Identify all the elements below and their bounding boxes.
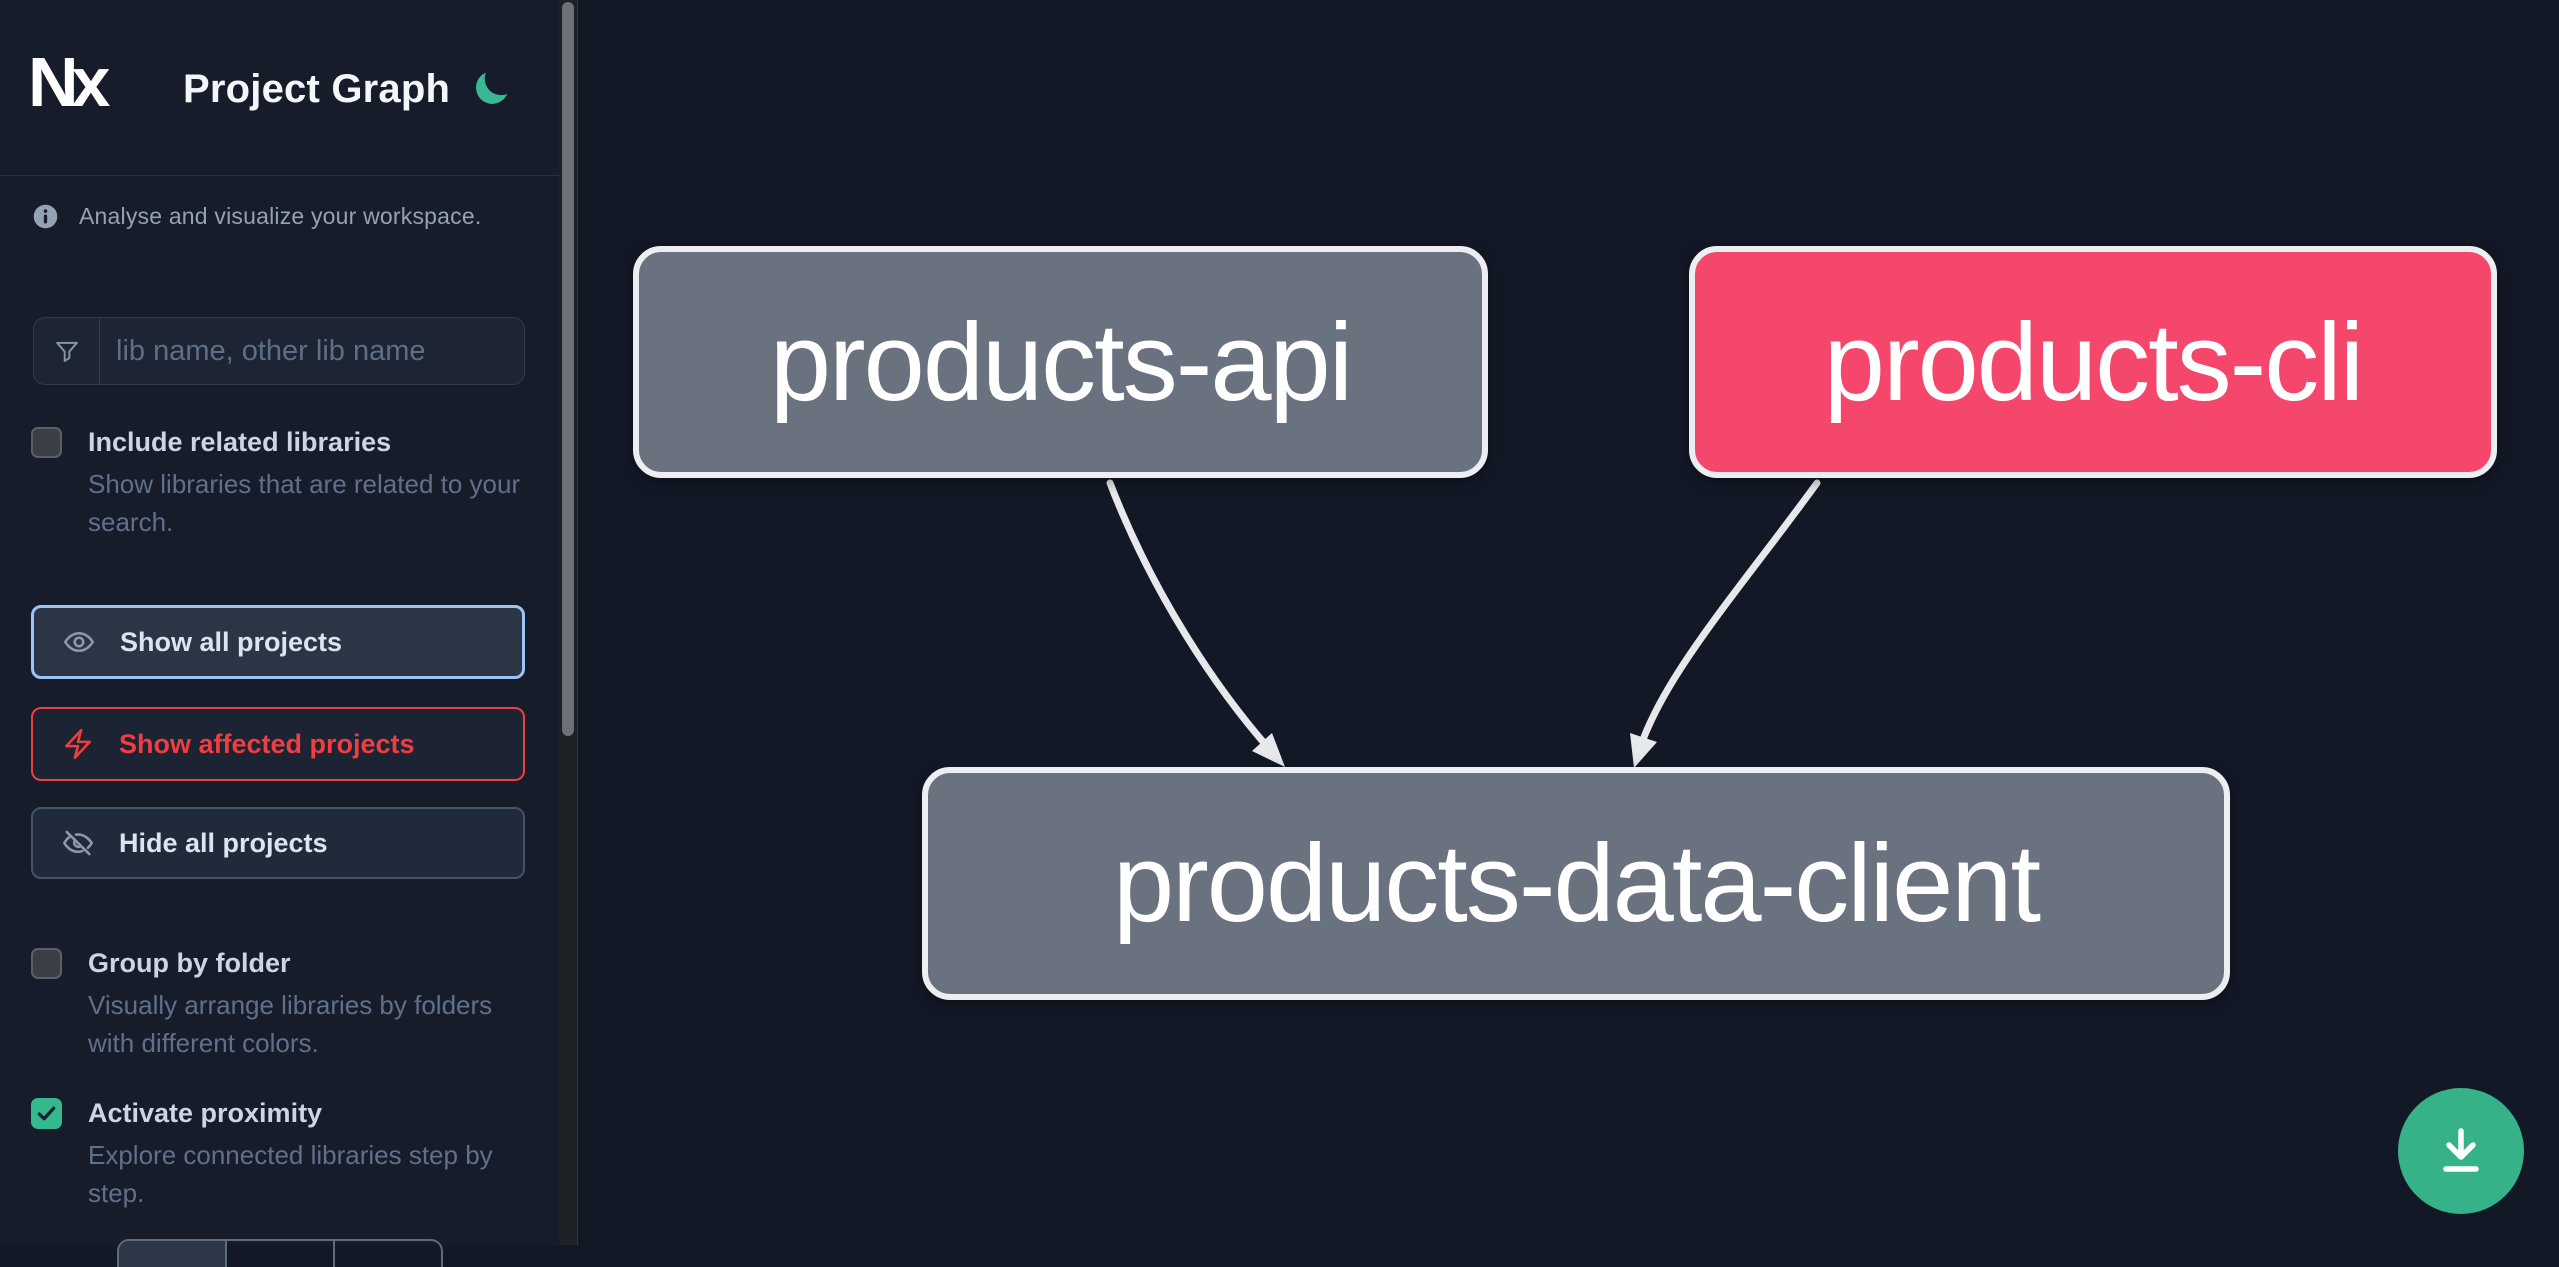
download-icon <box>2443 1128 2479 1172</box>
show-affected-projects-button[interactable]: Show affected projects <box>31 707 525 781</box>
checkbox-activate-proximity[interactable] <box>31 1098 62 1129</box>
checkbox-group-by-folder[interactable] <box>31 948 62 979</box>
graph-node-products-api[interactable]: products-api <box>633 246 1488 478</box>
option-group-by-folder: Group by folder Visually arrange librari… <box>31 946 531 1062</box>
sidebar-scrollbar-track[interactable] <box>559 0 577 1245</box>
option-label[interactable]: Group by folder <box>88 948 291 978</box>
graph-node-products-cli[interactable]: products-cli <box>1689 246 2497 478</box>
option-label[interactable]: Include related libraries <box>88 427 392 457</box>
proximity-depth-control <box>117 1239 443 1267</box>
graph-canvas[interactable] <box>577 0 2559 1245</box>
hide-all-projects-button[interactable]: Hide all projects <box>31 807 525 879</box>
graph-node-products-data-client[interactable]: products-data-client <box>922 767 2230 1000</box>
button-label: Show all projects <box>120 626 343 657</box>
theme-toggle-button[interactable] <box>468 66 514 112</box>
tagline-text: Analyse and visualize your workspace. <box>79 203 482 229</box>
download-graph-button[interactable] <box>2398 1088 2524 1214</box>
show-all-projects-button[interactable]: Show all projects <box>31 605 525 679</box>
sidebar: Nx Project Graph Analyse and visualize y… <box>0 0 559 1267</box>
sidebar-scrollbar-thumb[interactable] <box>562 2 574 736</box>
nx-logo: Nx <box>28 43 111 121</box>
option-description: Explore connected libraries step by step… <box>88 1140 493 1208</box>
eye-icon <box>63 631 95 653</box>
sidebar-header: Nx Project Graph <box>0 0 559 176</box>
moon-icon <box>476 72 508 104</box>
page-title: Project Graph <box>183 67 451 111</box>
option-include-related-libraries: Include related libraries Show libraries… <box>31 425 531 541</box>
option-label[interactable]: Activate proximity <box>88 1098 323 1128</box>
check-icon <box>37 1106 56 1121</box>
filter-icon <box>34 318 100 384</box>
search-input[interactable] <box>100 318 524 384</box>
bolt-icon <box>65 728 91 760</box>
info-icon <box>33 204 58 229</box>
checkbox-include-related[interactable] <box>31 427 62 458</box>
option-description: Show libraries that are related to your … <box>88 469 521 537</box>
button-label: Show affected projects <box>119 728 415 759</box>
option-activate-proximity: Activate proximity Explore connected lib… <box>31 1096 531 1212</box>
workspace-tagline: Analyse and visualize your workspace. <box>32 203 481 230</box>
option-description: Visually arrange libraries by folders wi… <box>88 990 493 1058</box>
search-box <box>33 317 525 385</box>
button-label: Hide all projects <box>119 827 328 858</box>
eye-off-icon <box>62 830 94 856</box>
